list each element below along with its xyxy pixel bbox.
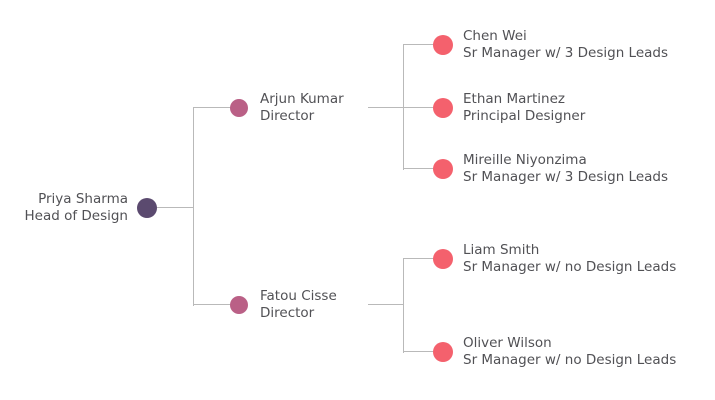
connector-to-leaf-oliver — [403, 351, 435, 352]
node-role: Head of Design — [24, 208, 128, 224]
connector-root-to-trunk — [156, 207, 194, 208]
connector-to-director-arjun — [193, 107, 231, 108]
node-name: Mireille Niyonzima — [463, 152, 587, 168]
node-role: Director — [260, 108, 315, 124]
director-node-dot[interactable] — [230, 99, 248, 117]
node-name: Priya Sharma — [38, 191, 128, 207]
connector-to-leaf-chen — [403, 44, 435, 45]
connector-to-director-fatou — [193, 304, 231, 305]
connector-to-leaf-mireille — [403, 168, 435, 169]
node-name: Liam Smith — [463, 242, 540, 258]
node-role: Principal Designer — [463, 108, 586, 124]
node-role: Sr Manager w/ 3 Design Leads — [463, 169, 669, 185]
root-node-label: Priya Sharma Head of Design — [24, 191, 128, 225]
root-node-dot[interactable] — [137, 198, 157, 218]
node-name: Oliver Wilson — [463, 335, 552, 351]
director-node-dot[interactable] — [230, 296, 248, 314]
node-role: Sr Manager w/ no Design Leads — [463, 259, 677, 275]
leaf-node-label: Liam Smith Sr Manager w/ no Design Leads — [463, 242, 676, 276]
connector-trunk-fatou-children — [403, 259, 404, 353]
node-role: Sr Manager w/ no Design Leads — [463, 352, 677, 368]
connector-fatou-to-trunk — [368, 304, 404, 305]
leaf-node-dot[interactable] — [433, 159, 453, 179]
director-node-label: Fatou Cisse Director — [260, 288, 337, 322]
connector-to-leaf-liam — [403, 258, 435, 259]
connector-trunk-arjun-children — [403, 45, 404, 170]
leaf-node-dot[interactable] — [433, 35, 453, 55]
leaf-node-label: Mireille Niyonzima Sr Manager w/ 3 Desig… — [463, 152, 668, 186]
leaf-node-dot[interactable] — [433, 98, 453, 118]
node-role: Sr Manager w/ 3 Design Leads — [463, 45, 669, 61]
leaf-node-dot[interactable] — [433, 342, 453, 362]
leaf-node-label: Ethan Martinez Principal Designer — [463, 91, 585, 125]
director-node-label: Arjun Kumar Director — [260, 91, 344, 125]
leaf-node-dot[interactable] — [433, 249, 453, 269]
node-name: Fatou Cisse — [260, 288, 337, 304]
node-name: Ethan Martinez — [463, 91, 565, 107]
leaf-node-label: Chen Wei Sr Manager w/ 3 Design Leads — [463, 28, 668, 62]
connector-trunk-level1 — [193, 108, 194, 306]
node-name: Arjun Kumar — [260, 91, 344, 107]
node-role: Director — [260, 305, 315, 321]
leaf-node-label: Oliver Wilson Sr Manager w/ no Design Le… — [463, 335, 676, 369]
connector-arjun-to-trunk — [368, 107, 435, 108]
node-name: Chen Wei — [463, 28, 527, 44]
